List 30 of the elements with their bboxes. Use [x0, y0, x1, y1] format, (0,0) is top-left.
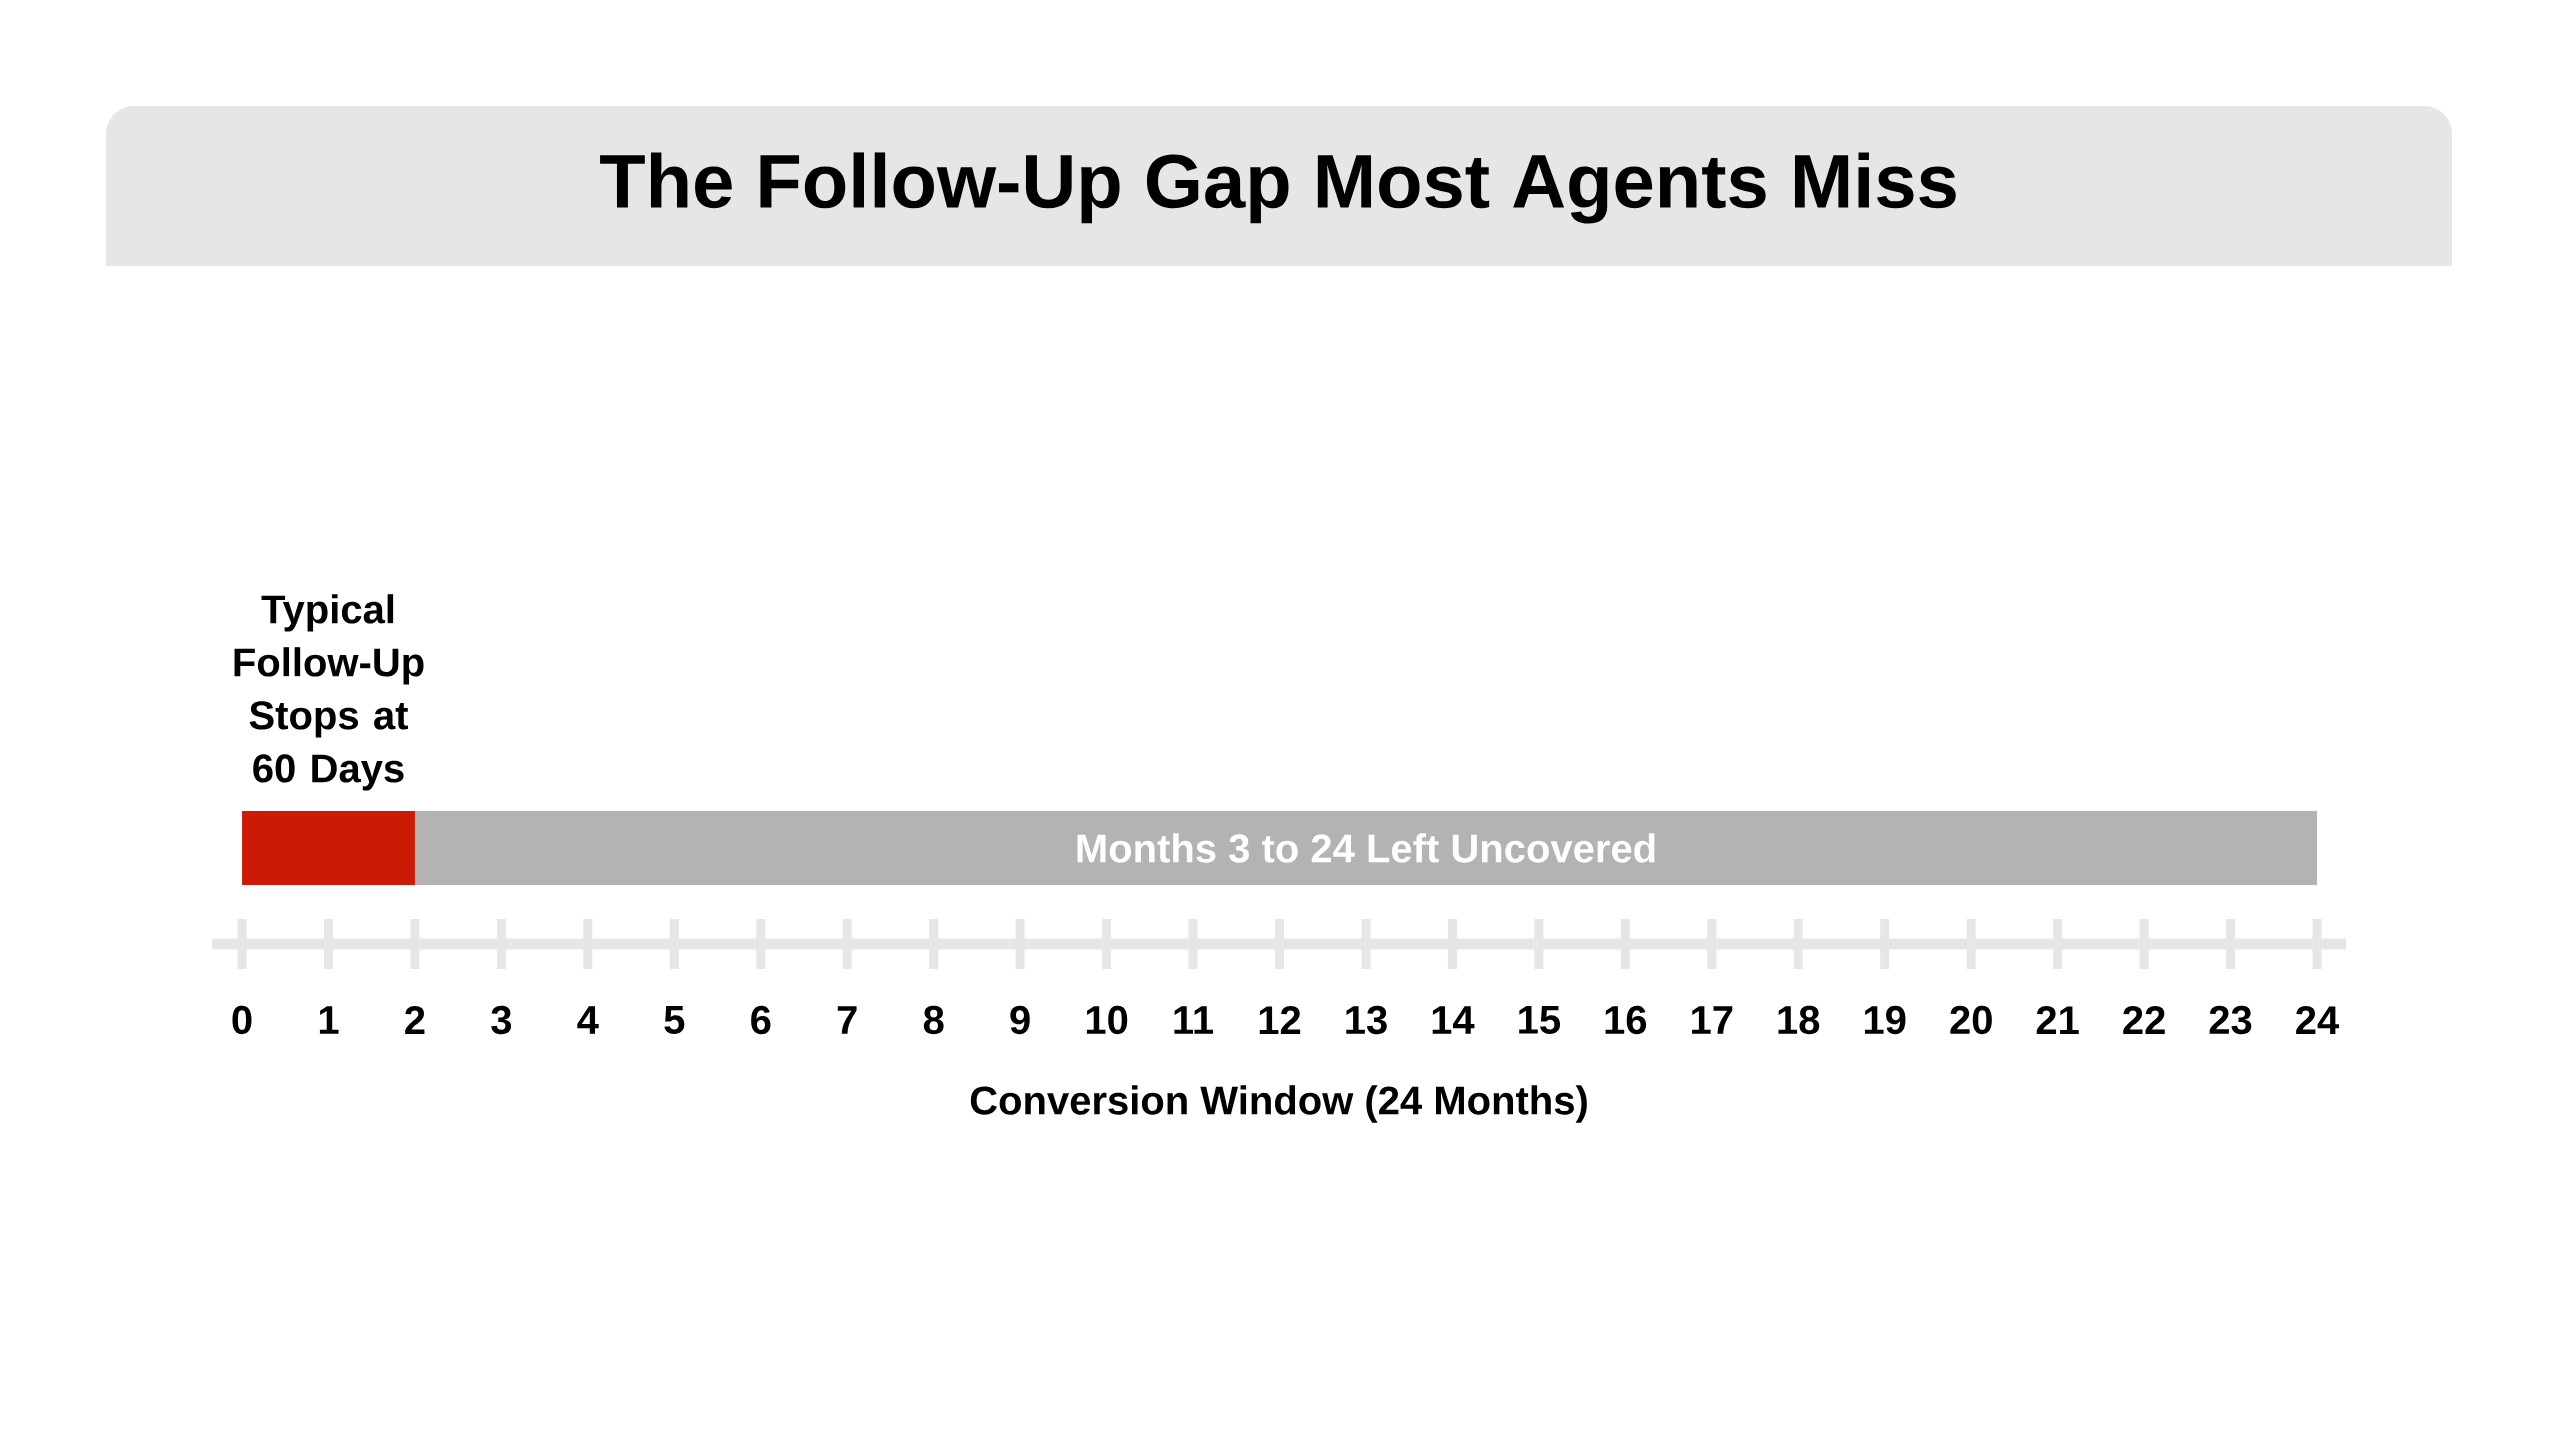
- bar-segment: Months 3 to 24 Left Uncovered: [414, 811, 2318, 885]
- tick-label: 5: [664, 1006, 685, 1034]
- tick-label: 21: [2036, 1006, 2079, 1034]
- tick-label: 6: [751, 1005, 771, 1035]
- tick-label: 7: [837, 1006, 857, 1034]
- tick-label: 19: [1865, 1005, 1906, 1035]
- tick-label: 9: [1010, 1005, 1030, 1035]
- tick-label: 17: [1692, 1006, 1733, 1034]
- tick-label: 4: [577, 1006, 599, 1034]
- tick-label: 15: [1519, 1006, 1561, 1034]
- bar-caption: Typical Follow-Up Stops at 60 Days: [234, 594, 424, 791]
- tick-label: 22: [2123, 1006, 2165, 1034]
- tick-label: 16: [1605, 1005, 1647, 1035]
- tick-label: 0: [232, 1005, 252, 1035]
- tick-label: 18: [1778, 1005, 1820, 1035]
- tick-label: 8: [923, 1005, 944, 1035]
- tick-label: 10: [1086, 1005, 1128, 1035]
- tick-label: 12: [1259, 1006, 1301, 1034]
- bar-segment: [242, 811, 415, 885]
- tick-label: 11: [1174, 1006, 1214, 1034]
- tick-label: 1: [319, 1006, 339, 1034]
- tick-label: 14: [1432, 1006, 1475, 1034]
- tick-label: 20: [1950, 1005, 1992, 1035]
- tick-label: 23: [2209, 1005, 2252, 1035]
- tick-label: 24: [2296, 1006, 2340, 1034]
- tick-label: 2: [405, 1006, 425, 1034]
- tick-label: 3: [491, 1005, 512, 1035]
- title-band: The Follow-Up Gap Most Agents Miss: [106, 106, 2452, 266]
- tick-label: 13: [1346, 1005, 1387, 1035]
- axis-title: Conversion Window (24 Months): [970, 1085, 1587, 1123]
